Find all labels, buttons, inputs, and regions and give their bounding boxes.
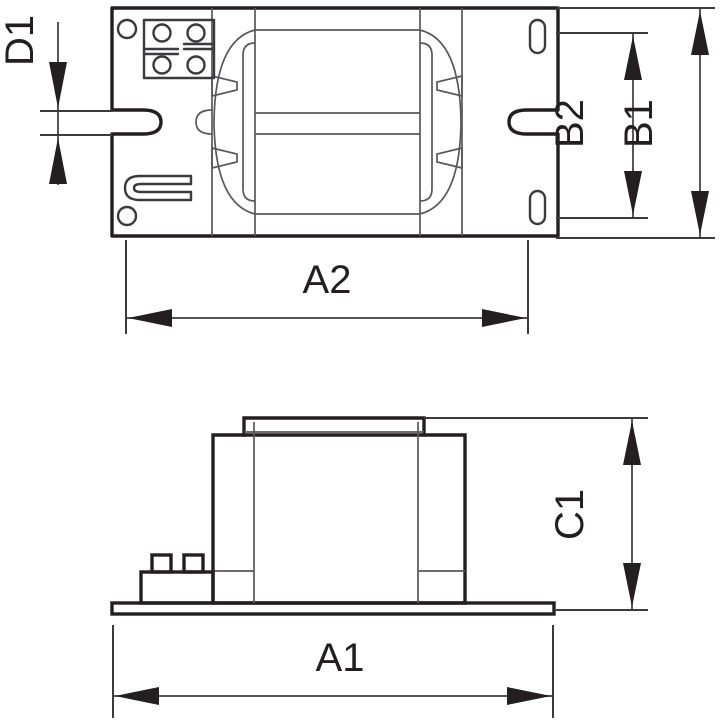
top-view-group xyxy=(110,6,560,238)
D1-label: D1 xyxy=(0,15,42,66)
coil-outer-right-arc xyxy=(419,29,462,215)
core-tab-upper-left xyxy=(211,74,238,98)
dimension-B1: B1 xyxy=(556,7,715,239)
coil-top-cap xyxy=(242,416,426,437)
B2-arrow-bottom xyxy=(624,171,642,215)
dimension-C1: C1 xyxy=(424,417,648,611)
terminal-screw-bottom-right xyxy=(186,55,206,75)
terminal-screw-top-right xyxy=(186,23,206,43)
A2-arrow-left xyxy=(128,309,172,327)
coil-outer-left-arc xyxy=(213,29,256,215)
dimension-B2: B2 xyxy=(548,32,648,219)
coil-bobbin-right xyxy=(419,42,433,202)
core-semicircle-lug xyxy=(195,109,213,135)
terminal-block-body-front xyxy=(139,570,215,605)
front-view-group xyxy=(110,416,556,616)
mounting-hole-top-left xyxy=(116,18,138,40)
terminal-screw-bottom-left xyxy=(152,55,172,75)
wire-entry-slot-inner xyxy=(132,182,193,194)
dimension-A2: A2 xyxy=(125,240,529,334)
coil-bobbin-left xyxy=(242,42,256,202)
C1-arrow-top xyxy=(623,421,641,465)
B2-label: B2 xyxy=(548,99,592,148)
mounting-slot-bottom-right xyxy=(528,189,547,226)
dimension-A1: A1 xyxy=(112,625,554,718)
B1-arrow-top xyxy=(691,11,709,55)
core-tab-upper-right xyxy=(436,74,463,98)
D1-arrow-top xyxy=(49,62,67,108)
A1-label: A1 xyxy=(316,636,365,680)
A1-arrow-right xyxy=(507,687,551,705)
terminal-screw-post-right xyxy=(182,553,205,574)
B1-arrow-bottom xyxy=(691,191,709,235)
A2-arrow-right xyxy=(482,309,526,327)
top-view-body-outline xyxy=(110,6,560,238)
terminal-screw-top-left xyxy=(152,23,172,43)
core-tab-lower-right xyxy=(436,146,463,170)
dimension-D1: D1 xyxy=(0,15,112,185)
core-body-outline xyxy=(211,433,467,605)
A2-label: A2 xyxy=(303,258,352,302)
core-tab-lower-left xyxy=(211,146,238,170)
mounting-slot-top-right xyxy=(528,18,547,55)
B1-label: B1 xyxy=(617,99,661,148)
A1-arrow-left xyxy=(115,687,159,705)
terminal-screw-post-left xyxy=(150,553,173,574)
C1-arrow-bottom xyxy=(623,563,641,607)
mounting-hole-bottom-left xyxy=(116,205,138,227)
B2-arrow-top xyxy=(624,36,642,80)
wire-entry-slot-outer xyxy=(123,174,193,202)
C1-label: C1 xyxy=(548,489,592,540)
D1-arrow-bottom xyxy=(49,138,67,184)
